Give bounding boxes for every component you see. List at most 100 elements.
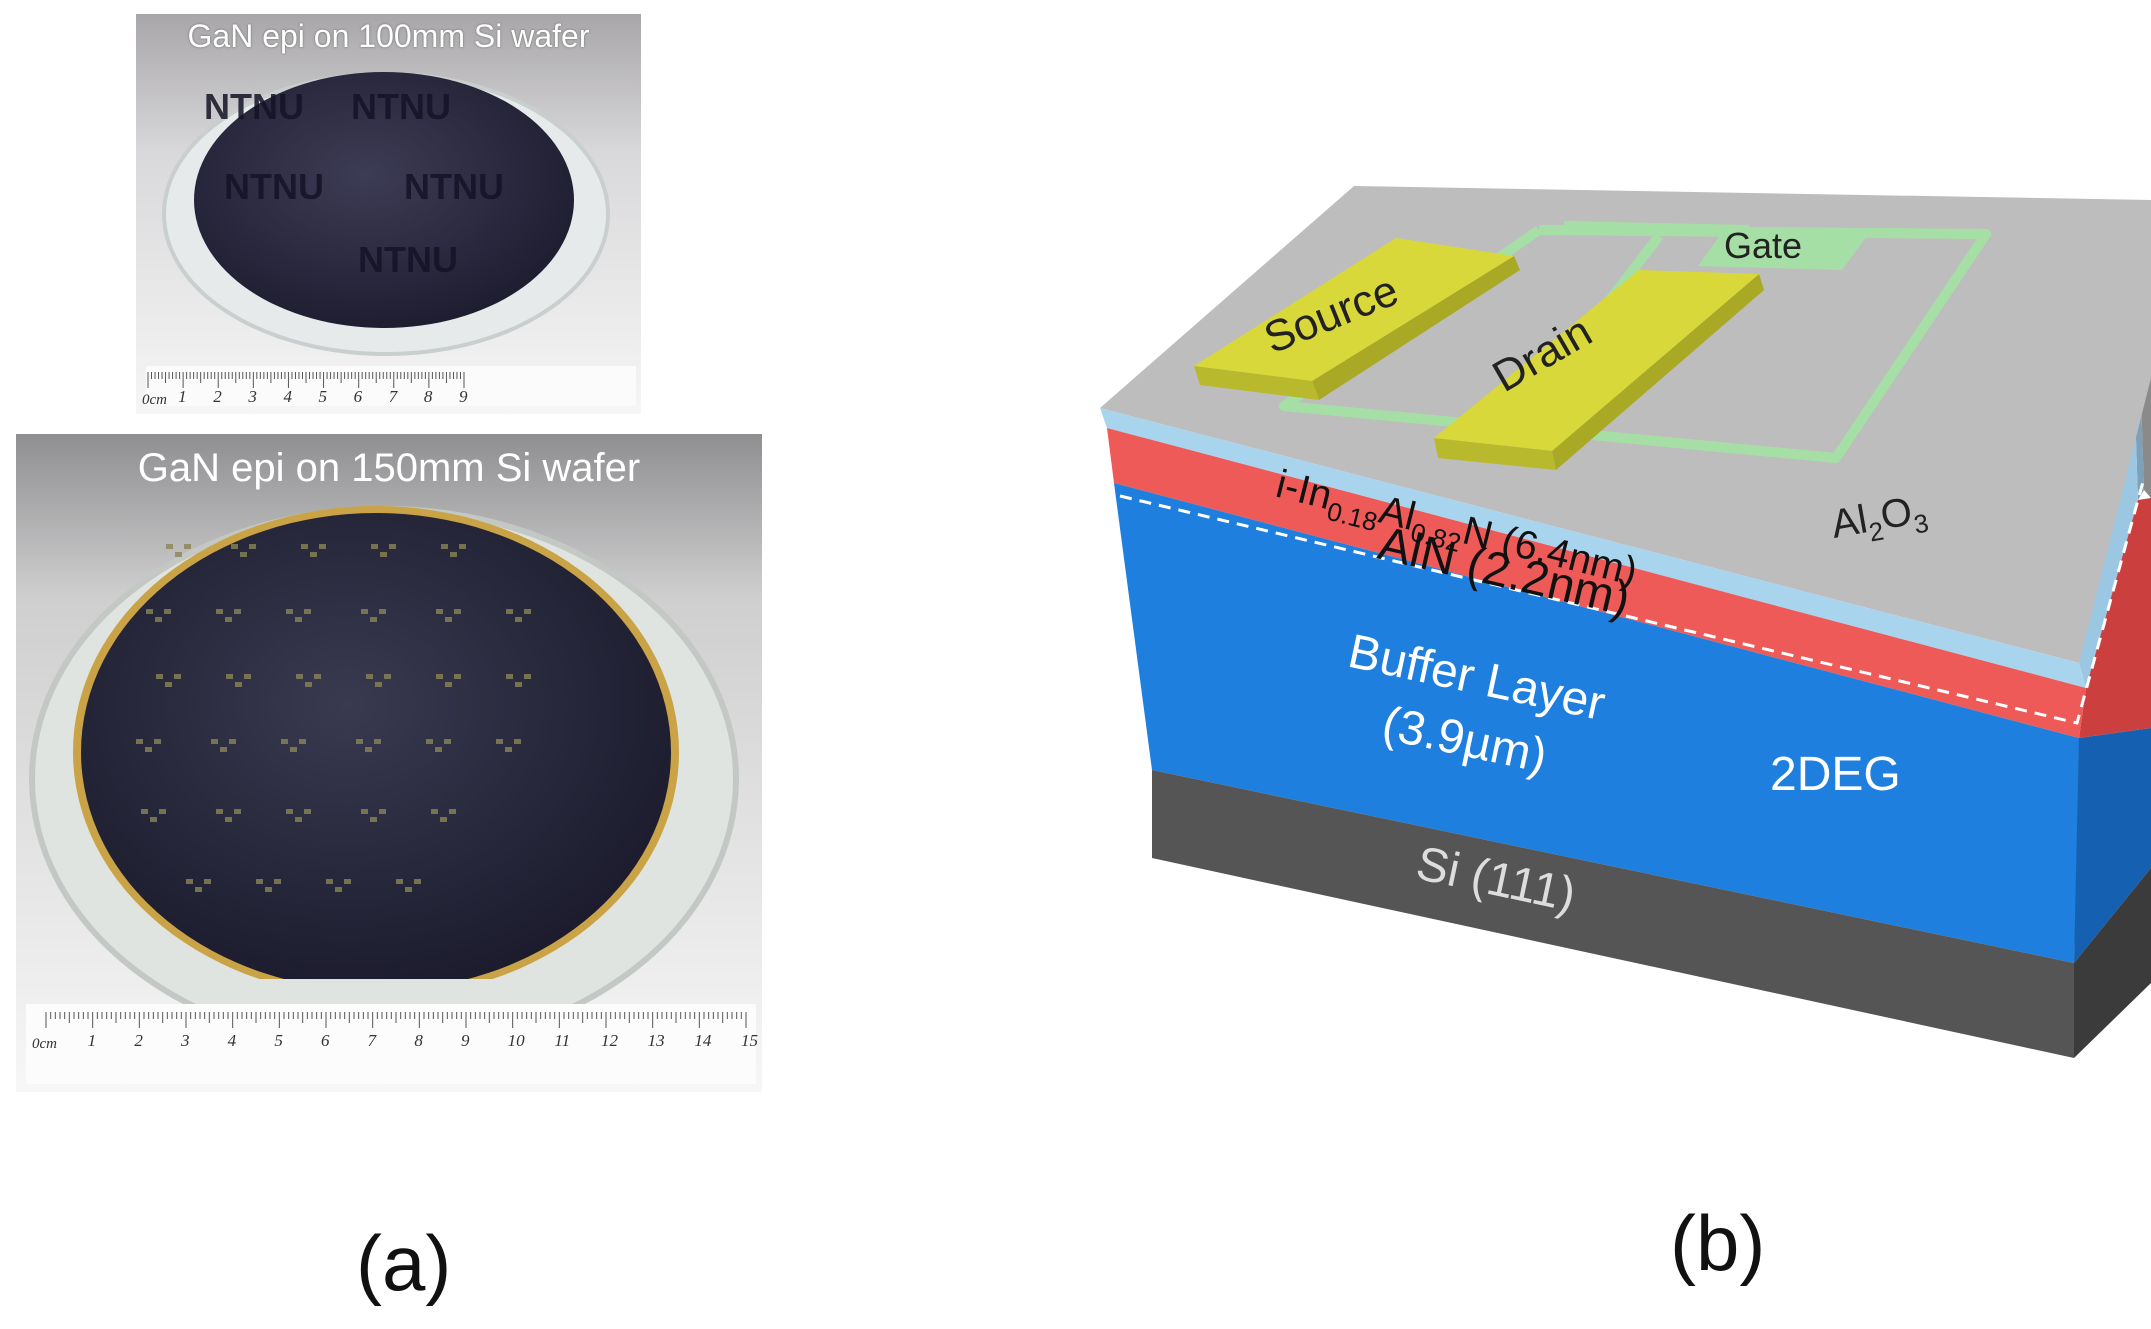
die-pattern bbox=[249, 544, 256, 549]
die-pattern bbox=[389, 544, 396, 549]
watermark-4: NTNU bbox=[404, 166, 504, 207]
source-contact: Source bbox=[1194, 238, 1520, 400]
die-pattern bbox=[290, 747, 297, 752]
die-pattern bbox=[305, 682, 312, 687]
watermark-5: NTNU bbox=[358, 239, 458, 280]
die-pattern bbox=[235, 682, 242, 687]
die-pattern bbox=[384, 674, 391, 679]
die-pattern bbox=[186, 879, 193, 884]
ruler-number: 15 bbox=[741, 1031, 758, 1050]
die-pattern bbox=[505, 747, 512, 752]
die-pattern bbox=[459, 544, 466, 549]
die-pattern bbox=[506, 609, 513, 614]
die-pattern bbox=[229, 739, 236, 744]
die-pattern bbox=[244, 674, 251, 679]
die-pattern bbox=[164, 609, 171, 614]
die-pattern bbox=[361, 809, 368, 814]
die-pattern bbox=[314, 674, 321, 679]
die-pattern bbox=[226, 674, 233, 679]
oxide-label: Al2O3 bbox=[1828, 487, 1931, 554]
front-substrate-layer bbox=[1152, 770, 2074, 1058]
ruler-number: 14 bbox=[694, 1031, 712, 1050]
side-spacer bbox=[2079, 498, 2151, 738]
ruler-number: 1 bbox=[178, 387, 187, 406]
die-pattern bbox=[299, 739, 306, 744]
2deg-dashed-line bbox=[1119, 477, 2146, 725]
die-pattern bbox=[361, 609, 368, 614]
die-pattern bbox=[524, 609, 531, 614]
die-pattern bbox=[295, 817, 302, 822]
ruler-number: 9 bbox=[461, 1031, 470, 1050]
die-pattern bbox=[445, 617, 452, 622]
ruler-number: 5 bbox=[274, 1031, 283, 1050]
die-pattern bbox=[240, 552, 247, 557]
die-pattern bbox=[396, 879, 403, 884]
die-pattern bbox=[435, 747, 442, 752]
die-array bbox=[136, 544, 531, 892]
die-pattern bbox=[159, 809, 166, 814]
ruler-number: 2 bbox=[134, 1031, 143, 1050]
ruler-100mm-unit: 0cm bbox=[142, 392, 167, 408]
die-pattern bbox=[440, 817, 447, 822]
ruler-number: 9 bbox=[459, 387, 468, 406]
die-pattern bbox=[344, 879, 351, 884]
die-pattern bbox=[515, 682, 522, 687]
die-pattern bbox=[379, 609, 386, 614]
die-pattern bbox=[174, 674, 181, 679]
die-pattern bbox=[441, 544, 448, 549]
die-pattern bbox=[449, 809, 456, 814]
ruler-number: 2 bbox=[213, 387, 222, 406]
die-pattern bbox=[454, 674, 461, 679]
hemt-device-diagram: Gate Source Drain Al2O3 i-In0.18Al0.82N … bbox=[1094, 178, 2151, 1066]
die-pattern bbox=[524, 674, 531, 679]
watermark-1: NTNU bbox=[204, 86, 304, 127]
die-pattern bbox=[150, 817, 157, 822]
die-pattern bbox=[436, 674, 443, 679]
die-pattern bbox=[379, 809, 386, 814]
die-pattern bbox=[375, 682, 382, 687]
die-pattern bbox=[204, 879, 211, 884]
die-pattern bbox=[370, 617, 377, 622]
die-pattern bbox=[281, 739, 288, 744]
gate-label: Gate bbox=[1724, 225, 1802, 266]
die-pattern bbox=[370, 817, 377, 822]
die-pattern bbox=[445, 682, 452, 687]
ruler-number: 8 bbox=[424, 387, 433, 406]
die-pattern bbox=[454, 609, 461, 614]
die-pattern bbox=[141, 809, 148, 814]
die-pattern bbox=[225, 617, 232, 622]
ruler-number: 6 bbox=[354, 387, 363, 406]
ruler-number: 4 bbox=[283, 387, 292, 406]
die-pattern bbox=[356, 739, 363, 744]
ruler-number: 6 bbox=[321, 1031, 330, 1050]
ruler-number: 4 bbox=[228, 1031, 237, 1050]
die-pattern bbox=[426, 739, 433, 744]
die-pattern bbox=[225, 817, 232, 822]
die-pattern bbox=[256, 879, 263, 884]
die-pattern bbox=[506, 674, 513, 679]
die-pattern bbox=[295, 617, 302, 622]
die-pattern bbox=[301, 544, 308, 549]
die-pattern bbox=[145, 747, 152, 752]
die-pattern bbox=[335, 887, 342, 892]
wafer-100mm-title: GaN epi on 100mm Si wafer bbox=[187, 18, 590, 54]
die-pattern bbox=[515, 617, 522, 622]
die-pattern bbox=[156, 674, 163, 679]
die-pattern bbox=[326, 879, 333, 884]
watermark-3: NTNU bbox=[224, 166, 324, 207]
die-pattern bbox=[165, 682, 172, 687]
die-pattern bbox=[136, 739, 143, 744]
die-pattern bbox=[216, 609, 223, 614]
ruler-number: 10 bbox=[508, 1031, 525, 1050]
die-pattern bbox=[431, 809, 438, 814]
caption-a: (a) bbox=[356, 1219, 452, 1307]
ruler-number: 8 bbox=[414, 1031, 423, 1050]
die-pattern bbox=[374, 739, 381, 744]
caption-b: (b) bbox=[1670, 1199, 1766, 1287]
die-pattern bbox=[450, 552, 457, 557]
front-spacer-layer bbox=[1107, 428, 2086, 738]
